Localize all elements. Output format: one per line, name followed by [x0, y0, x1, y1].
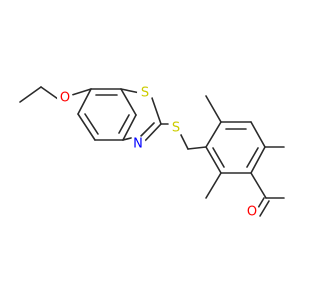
bond-methyl-bottom	[205, 172, 222, 199]
bond-ring2-a	[205, 121, 222, 148]
molecule-structure: O S S N O	[19, 85, 285, 220]
ring-sulfur-atom: S	[137, 85, 153, 101]
bond-n-c	[122, 137, 132, 141]
bond-s-ch2	[179, 132, 189, 150]
ketone-oxygen-atom: O	[244, 204, 260, 220]
bond-ring1-d	[122, 114, 137, 141]
ring-nitrogen-label: N	[133, 137, 143, 152]
bond-ch2-ring	[187, 146, 207, 150]
bond-c-ring-s	[120, 88, 141, 94]
bond-ring2-double-2	[246, 147, 259, 168]
bond-methyl-top	[205, 95, 222, 123]
thioether-sulfur-label: S	[172, 121, 180, 136]
bond-ring1-double-1	[84, 113, 99, 135]
ketone-oxygen-label: O	[247, 205, 257, 220]
bond-c2-n-double	[140, 122, 155, 137]
bond-ring2-double-3	[212, 147, 225, 168]
bond-ring2-d	[250, 146, 266, 174]
bond-o-aryl	[71, 88, 92, 96]
bond-ring2-c	[250, 121, 266, 148]
bond-ring-acetyl	[250, 172, 267, 199]
bond-carbonyl-2	[259, 200, 270, 217]
bond-ring1-b	[77, 113, 96, 141]
bond-ethyl-ch3	[19, 86, 42, 103]
bond-ring1-a	[77, 88, 92, 115]
ether-oxygen-label: O	[60, 91, 70, 106]
bond-ring1-double-2	[118, 114, 130, 134]
ring-sulfur-label: S	[141, 86, 149, 101]
atom-labels: O S S N O	[57, 85, 260, 220]
bond-ethyl-ch2	[40, 86, 59, 100]
bond-ring1-e	[120, 88, 137, 116]
molecule-canvas: O S S N O	[19, 85, 285, 220]
bond-ring-s-c2	[151, 97, 162, 125]
thioether-sulfur-atom: S	[168, 120, 184, 136]
bond-ring2-f	[205, 146, 222, 174]
bonds	[19, 86, 285, 217]
bond-c2-n	[142, 123, 162, 144]
ring-nitrogen-atom: N	[130, 136, 146, 152]
ether-oxygen-atom: O	[57, 90, 73, 106]
